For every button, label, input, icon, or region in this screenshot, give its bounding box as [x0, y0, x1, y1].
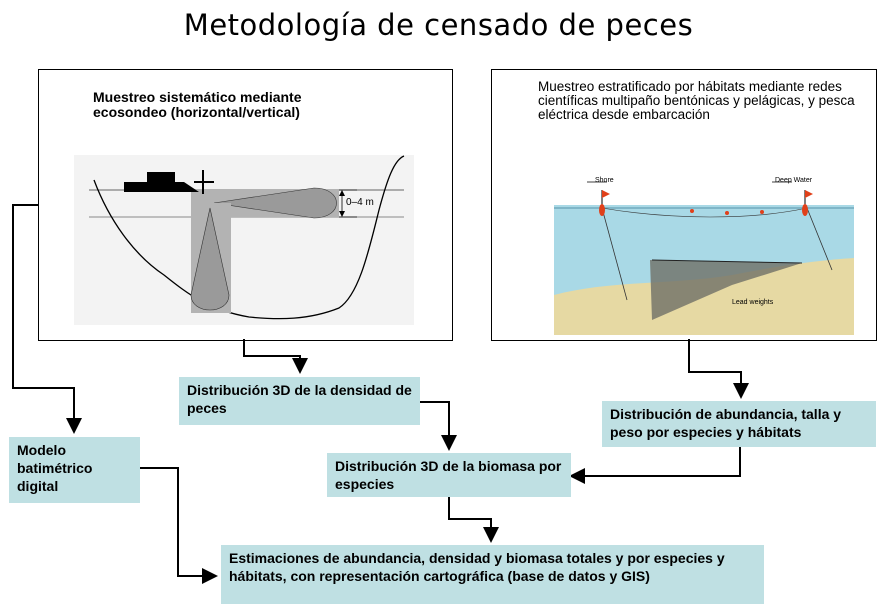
echosounding-caption: Muestreo sistemático mediante ecosondeo …	[93, 89, 302, 120]
deep-water-label: Deep Water	[775, 177, 813, 184]
biomass-box: Distribución 3D de la biomasa por especi…	[327, 453, 571, 497]
shore-label: Shore	[595, 177, 614, 184]
gillnet-panel: Muestreo estratificado por hábitats medi…	[491, 69, 877, 341]
echosounding-panel: Muestreo sistemático mediante ecosondeo …	[38, 69, 453, 341]
depth-label: 0–4 m	[346, 197, 374, 208]
gillnet-caption: Muestreo estratificado por hábitats medi…	[538, 79, 855, 122]
bathymetric-model-box: Modelo batimétrico digital	[9, 437, 140, 503]
lead-weights-label: Lead weights	[732, 299, 774, 306]
density-box: Distribución 3D de la densidad de peces	[179, 377, 420, 425]
page-title: Metodología de censado de peces	[183, 8, 694, 42]
estimates-box: Estimaciones de abundancia, densidad y b…	[221, 545, 764, 604]
echosounding-illustration	[74, 155, 414, 325]
gillnet-illustration	[554, 181, 854, 335]
abundance-box: Distribución de abundancia, talla y peso…	[602, 401, 876, 447]
